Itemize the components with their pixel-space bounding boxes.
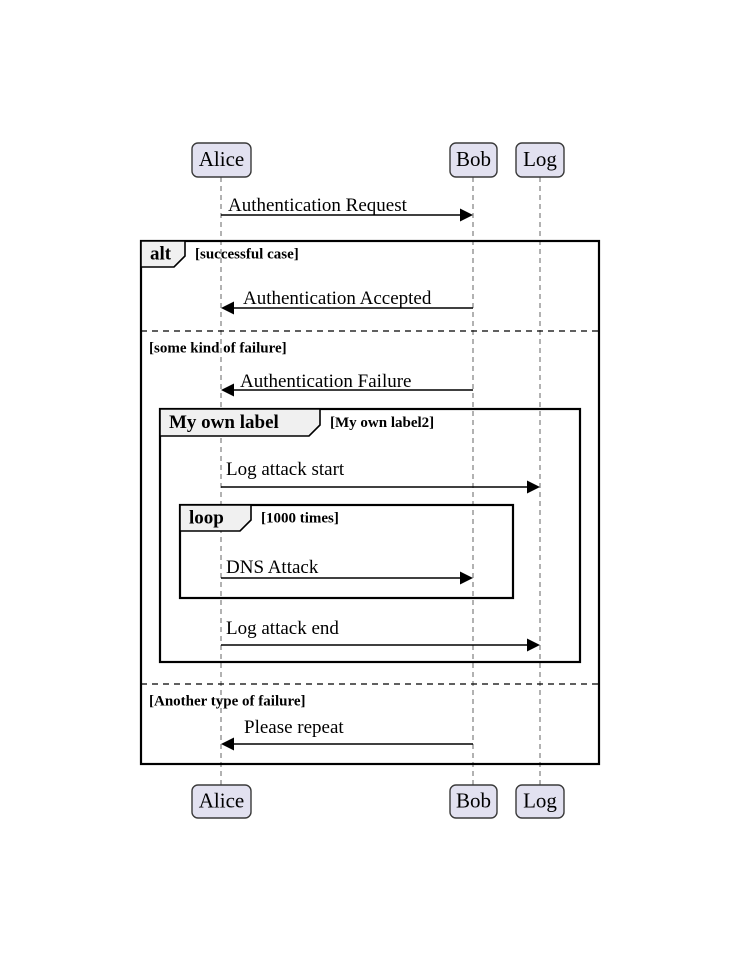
participant-box[interactable] (449, 142, 498, 178)
fragment-border (158, 407, 582, 664)
participant-foot-alice[interactable]: Alice (191, 784, 252, 819)
message-m1: Authentication Request (221, 195, 473, 222)
participant-foot-log[interactable]: Log (515, 784, 565, 819)
participant-name: Alice (199, 788, 244, 812)
message-arrowhead (527, 638, 540, 652)
fragment-operator-label: alt (150, 243, 172, 264)
fragment-tab (159, 408, 321, 437)
message-m2: Authentication Accepted (221, 288, 473, 315)
message-label: DNS Attack (226, 557, 319, 578)
fragment-operand-guard: [Another type of failure] (149, 693, 306, 709)
message-m6: Log attack end (221, 618, 540, 652)
message-m7: Please repeat (221, 717, 473, 751)
fragments-layer: alt [successful case] [some kind of failur… (139, 239, 601, 766)
message-m4: Log attack start (221, 459, 540, 494)
participant-box[interactable] (191, 142, 252, 178)
fragment-alt: alt [successful case] [some kind of failur… (139, 239, 601, 766)
participant-head-log[interactable]: Log (515, 142, 565, 178)
participant-name: Bob (456, 147, 491, 171)
fragment-guard-label: [My own label2] (330, 415, 434, 431)
message-arrowhead (460, 208, 473, 222)
message-label: Please repeat (244, 717, 344, 738)
message-arrowhead (460, 571, 473, 585)
participant-name: Bob (456, 788, 491, 812)
participant-head-alice[interactable]: Alice (191, 142, 252, 178)
fragment-my-own-label: My own label [My own label2] (158, 407, 582, 664)
fragment-tab (140, 240, 186, 268)
fragment-guard-label: [1000 times] (261, 510, 339, 526)
message-label: Log attack start (226, 459, 345, 480)
message-label: Authentication Request (228, 195, 408, 216)
message-label: Authentication Failure (240, 371, 411, 392)
participant-box[interactable] (515, 784, 565, 819)
participant-box[interactable] (515, 142, 565, 178)
message-arrowhead (221, 301, 234, 315)
fragment-operator-label: My own label (169, 412, 279, 433)
fragment-tab (179, 504, 252, 532)
message-arrowhead (527, 480, 540, 494)
message-arrowhead (221, 737, 234, 751)
fragment-operand-guard: [some kind of failure] (149, 340, 287, 356)
participant-box[interactable] (449, 784, 498, 819)
participant-name: Log (523, 788, 557, 812)
message-m3: Authentication Failure (221, 371, 473, 397)
fragment-operator-label: loop (189, 507, 224, 528)
message-arrowhead (221, 383, 234, 397)
message-m5: DNS Attack (221, 557, 473, 585)
participant-name: Alice (199, 147, 244, 171)
fragment-guard-label: [successful case] (195, 246, 299, 262)
participant-name: Log (523, 147, 557, 171)
message-label: Log attack end (226, 618, 339, 639)
message-label: Authentication Accepted (243, 288, 432, 309)
fragment-border (139, 239, 601, 766)
participant-head-bob[interactable]: Bob (449, 142, 498, 178)
participant-box[interactable] (191, 784, 252, 819)
fragment-loop: loop [1000 times] (178, 503, 515, 600)
fragment-border (178, 503, 515, 600)
participant-foot-bob[interactable]: Bob (449, 784, 498, 819)
